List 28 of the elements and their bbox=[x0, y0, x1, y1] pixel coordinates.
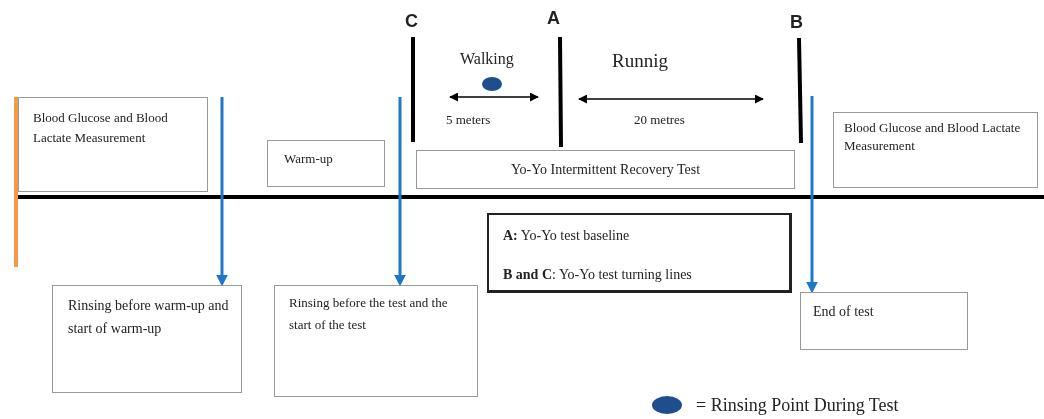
step-text: Blood Glucose and Blood Lactate Measurement bbox=[33, 109, 169, 147]
arrow bbox=[216, 97, 228, 287]
step-text: Yo-Yo Intermittent Recovery Test bbox=[510, 161, 701, 179]
step-box bbox=[18, 97, 208, 192]
distance-label: 5 meters bbox=[446, 111, 491, 129]
line-letter: B bbox=[790, 11, 803, 34]
step-box bbox=[833, 112, 1038, 188]
phase-label: Runnig bbox=[612, 49, 668, 73]
step-box bbox=[800, 292, 968, 350]
arrow bbox=[806, 96, 818, 294]
legend-text: = Rinsing Point During Test bbox=[696, 394, 899, 416]
step-box bbox=[267, 140, 385, 187]
step-box bbox=[52, 285, 242, 393]
key-text: A: Yo-Yo test baseline bbox=[503, 227, 631, 245]
step-text: Rinsing before warm-up and start of warm-up bbox=[68, 297, 230, 338]
step-text: Warm-up bbox=[284, 150, 334, 168]
distance-label: 20 metres bbox=[634, 111, 685, 129]
step-text: Blood Glucose and Blood Lactate Measurement bbox=[844, 119, 1022, 155]
arrow bbox=[394, 97, 406, 287]
key-text: B and C: Yo-Yo test turning lines bbox=[503, 266, 693, 284]
line-letter: C bbox=[405, 10, 418, 33]
step-text: Rinsing before the test and the start of the test bbox=[289, 294, 449, 334]
line-letter: A bbox=[547, 7, 560, 30]
key-box bbox=[487, 213, 792, 293]
phase-label: Walking bbox=[460, 49, 514, 70]
step-text: End of test bbox=[813, 303, 875, 321]
step-box bbox=[416, 150, 795, 189]
step-box bbox=[274, 285, 478, 397]
